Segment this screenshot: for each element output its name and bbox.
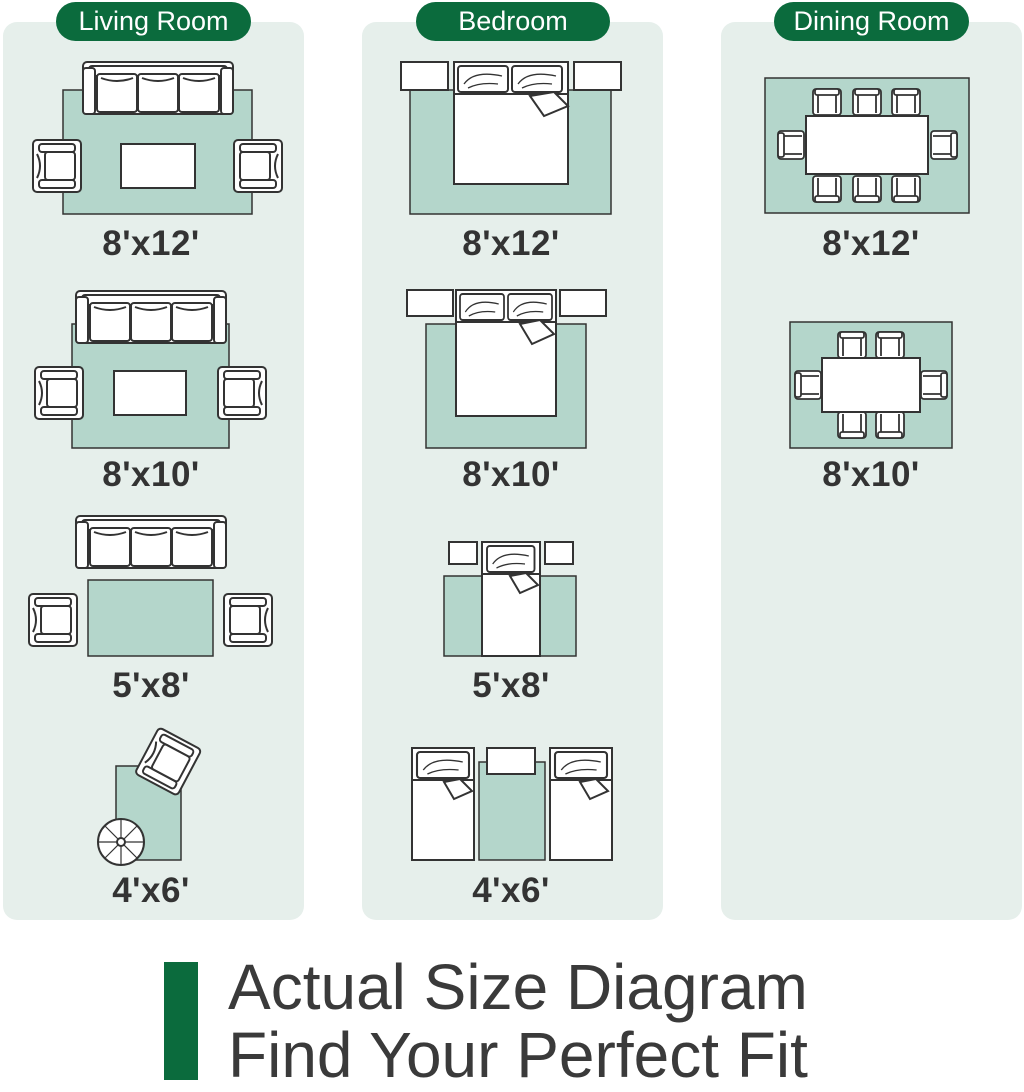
dining-chair-icon	[837, 411, 867, 439]
living-size-label: 4'x6'	[112, 871, 190, 910]
living-size-label: 8'x12'	[102, 224, 200, 263]
bedroom-8x12-diagram	[400, 61, 622, 215]
bedroom-title: Bedroom	[416, 2, 610, 41]
living-size-label: 8'x10'	[102, 455, 200, 494]
dining-8x12-diagram	[764, 77, 970, 214]
living-room-title: Living Room	[56, 2, 251, 41]
coffee-table-icon	[113, 370, 187, 416]
dining-room-title: Dining Room	[774, 2, 969, 41]
dining-chair-icon	[777, 130, 805, 160]
dining-chair-icon	[875, 411, 905, 439]
bedroom-8x10-diagram	[406, 289, 607, 449]
dining-chair-icon	[852, 175, 882, 203]
dining-chair-icon	[930, 130, 958, 160]
ottoman-icon	[97, 818, 145, 866]
nightstand-icon	[573, 61, 622, 91]
dining-chair-icon	[891, 175, 921, 203]
dining-chair-icon	[891, 88, 921, 116]
nightstand-icon	[486, 747, 536, 775]
dining-chair-icon	[837, 331, 867, 359]
nightstand-icon	[559, 289, 607, 317]
bed-icon	[455, 289, 557, 417]
nightstand-icon	[448, 541, 478, 565]
dining-chair-icon	[852, 88, 882, 116]
coffee-table-icon	[120, 143, 196, 189]
dining-size-label: 8'x12'	[822, 224, 920, 263]
footer-accent-bar	[164, 962, 198, 1080]
dining-size-label: 8'x10'	[822, 455, 920, 494]
bedroom-size-label: 4'x6'	[472, 871, 550, 910]
footer-headline: Actual Size Diagram	[228, 951, 808, 1023]
bedroom-5x8-diagram	[443, 541, 577, 657]
rug	[87, 579, 214, 657]
bedroom-4x6-diagram	[411, 747, 613, 861]
dining-chair-icon	[812, 175, 842, 203]
bedroom-size-label: 5'x8'	[472, 666, 550, 705]
dining-table-icon	[821, 357, 921, 413]
living-size-label: 5'x8'	[112, 666, 190, 705]
dining-chair-icon	[875, 331, 905, 359]
dining-table-icon	[805, 115, 929, 175]
bedroom-size-label: 8'x10'	[462, 455, 560, 494]
nightstand-icon	[400, 61, 449, 91]
dining-chair-icon	[812, 88, 842, 116]
dining-chair-icon	[794, 370, 822, 400]
living-8x10-diagram	[34, 290, 267, 449]
living-8x12-diagram	[32, 61, 283, 215]
nightstand-icon	[406, 289, 454, 317]
bedroom-size-label: 8'x12'	[462, 224, 560, 263]
nightstand-icon	[544, 541, 574, 565]
living-5x8-diagram	[28, 515, 273, 657]
footer-subheadline: Find Your Perfect Fit	[228, 1019, 808, 1091]
dining-chair-icon	[920, 370, 948, 400]
living-4x6-diagram	[97, 726, 203, 866]
dining-8x10-diagram	[789, 321, 953, 449]
